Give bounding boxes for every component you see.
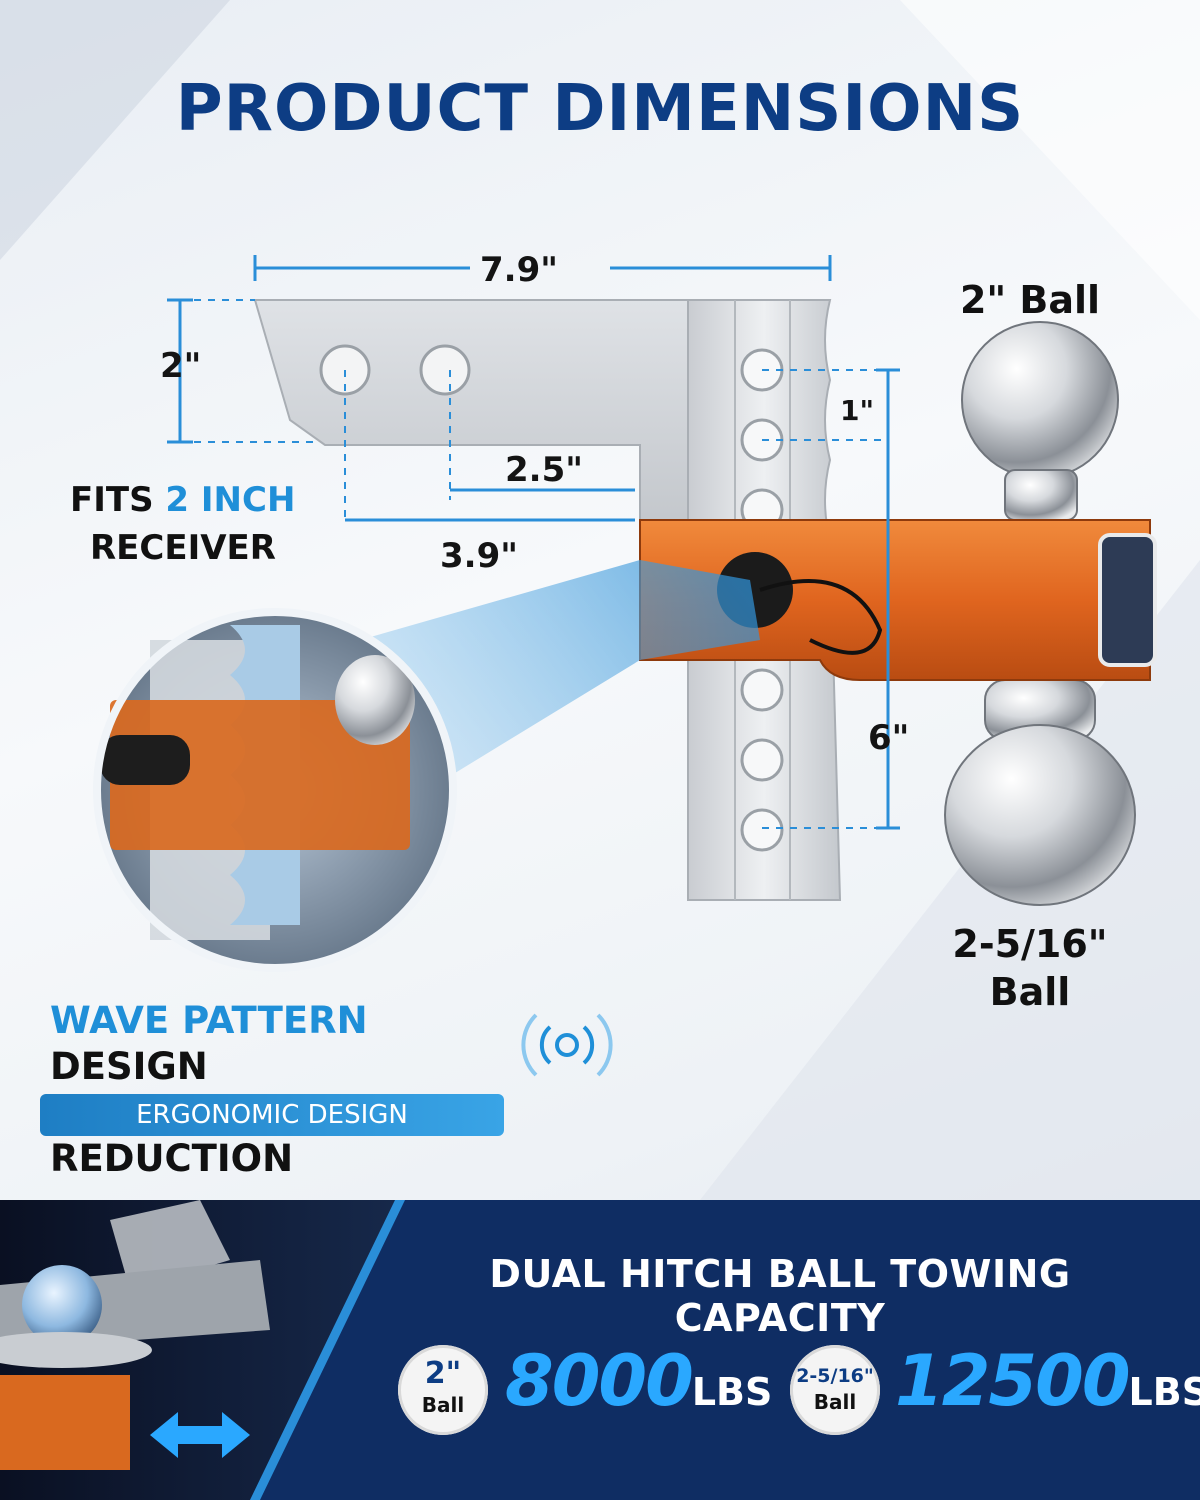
wave-highlight: WAVE PATTERN (50, 999, 368, 1042)
capacity-badge-2-5-16in: 2-5/16" Ball (790, 1345, 880, 1435)
badge-label: Ball (421, 1393, 465, 1417)
dim-width-label: 7.9" (480, 250, 558, 290)
badge-size: 2" (424, 1356, 462, 1391)
badge-size: 2-5/16" (796, 1365, 874, 1387)
noise-wave-icon (521, 1013, 613, 1077)
hitch-illustration (93, 255, 1157, 972)
ball-bottom (944, 724, 1136, 906)
capacity-badge-2in: 2" Ball (398, 1345, 488, 1435)
double-arrow-icon (150, 1412, 250, 1458)
capacity-number: 8000 (505, 1340, 694, 1422)
capacity-band-art (0, 1200, 405, 1500)
capacity-value-2in: 8000LBS (505, 1340, 772, 1422)
ball-top-label: 2" Ball (959, 278, 1101, 322)
ball-bottom-size: 2-5/16" (952, 922, 1108, 966)
capacity-value-2-5-16in: 12500LBS (895, 1340, 1200, 1422)
fits-line2: RECEIVER (90, 528, 276, 568)
dim-drop-label: 6" (868, 718, 910, 758)
page-title: PRODUCT DIMENSIONS (175, 72, 1025, 146)
dim-step-label: 1" (840, 394, 875, 427)
badge-label: Ball (813, 1390, 857, 1414)
capacity-unit: LBS (1128, 1370, 1200, 1414)
ergonomic-design-banner: ERGONOMIC DESIGN (40, 1094, 504, 1136)
wave-pattern-text: WAVE PATTERN DESIGN FOR NOISE REDUCTION (50, 998, 520, 1182)
dim-height-label: 2" (160, 346, 202, 386)
dim-hole-offset-label: 3.9" (440, 536, 518, 576)
ball-top (961, 321, 1119, 479)
ball-bottom-label: 2-5/16" Ball (920, 920, 1140, 1016)
capacity-number: 12500 (895, 1340, 1131, 1422)
capacity-unit: LBS (691, 1370, 773, 1414)
wave-rest: DESIGN (50, 1045, 208, 1088)
fits-prefix: FITS (70, 480, 166, 520)
fits-receiver-text: FITS 2 INCH RECEIVER (70, 476, 330, 572)
capacity-title: DUAL HITCH BALL TOWING CAPACITY (489, 1252, 1071, 1340)
dim-hole-spacing-label: 2.5" (505, 450, 583, 490)
fits-highlight: 2 INCH (165, 480, 296, 520)
ball-bottom-word: Ball (989, 970, 1071, 1014)
